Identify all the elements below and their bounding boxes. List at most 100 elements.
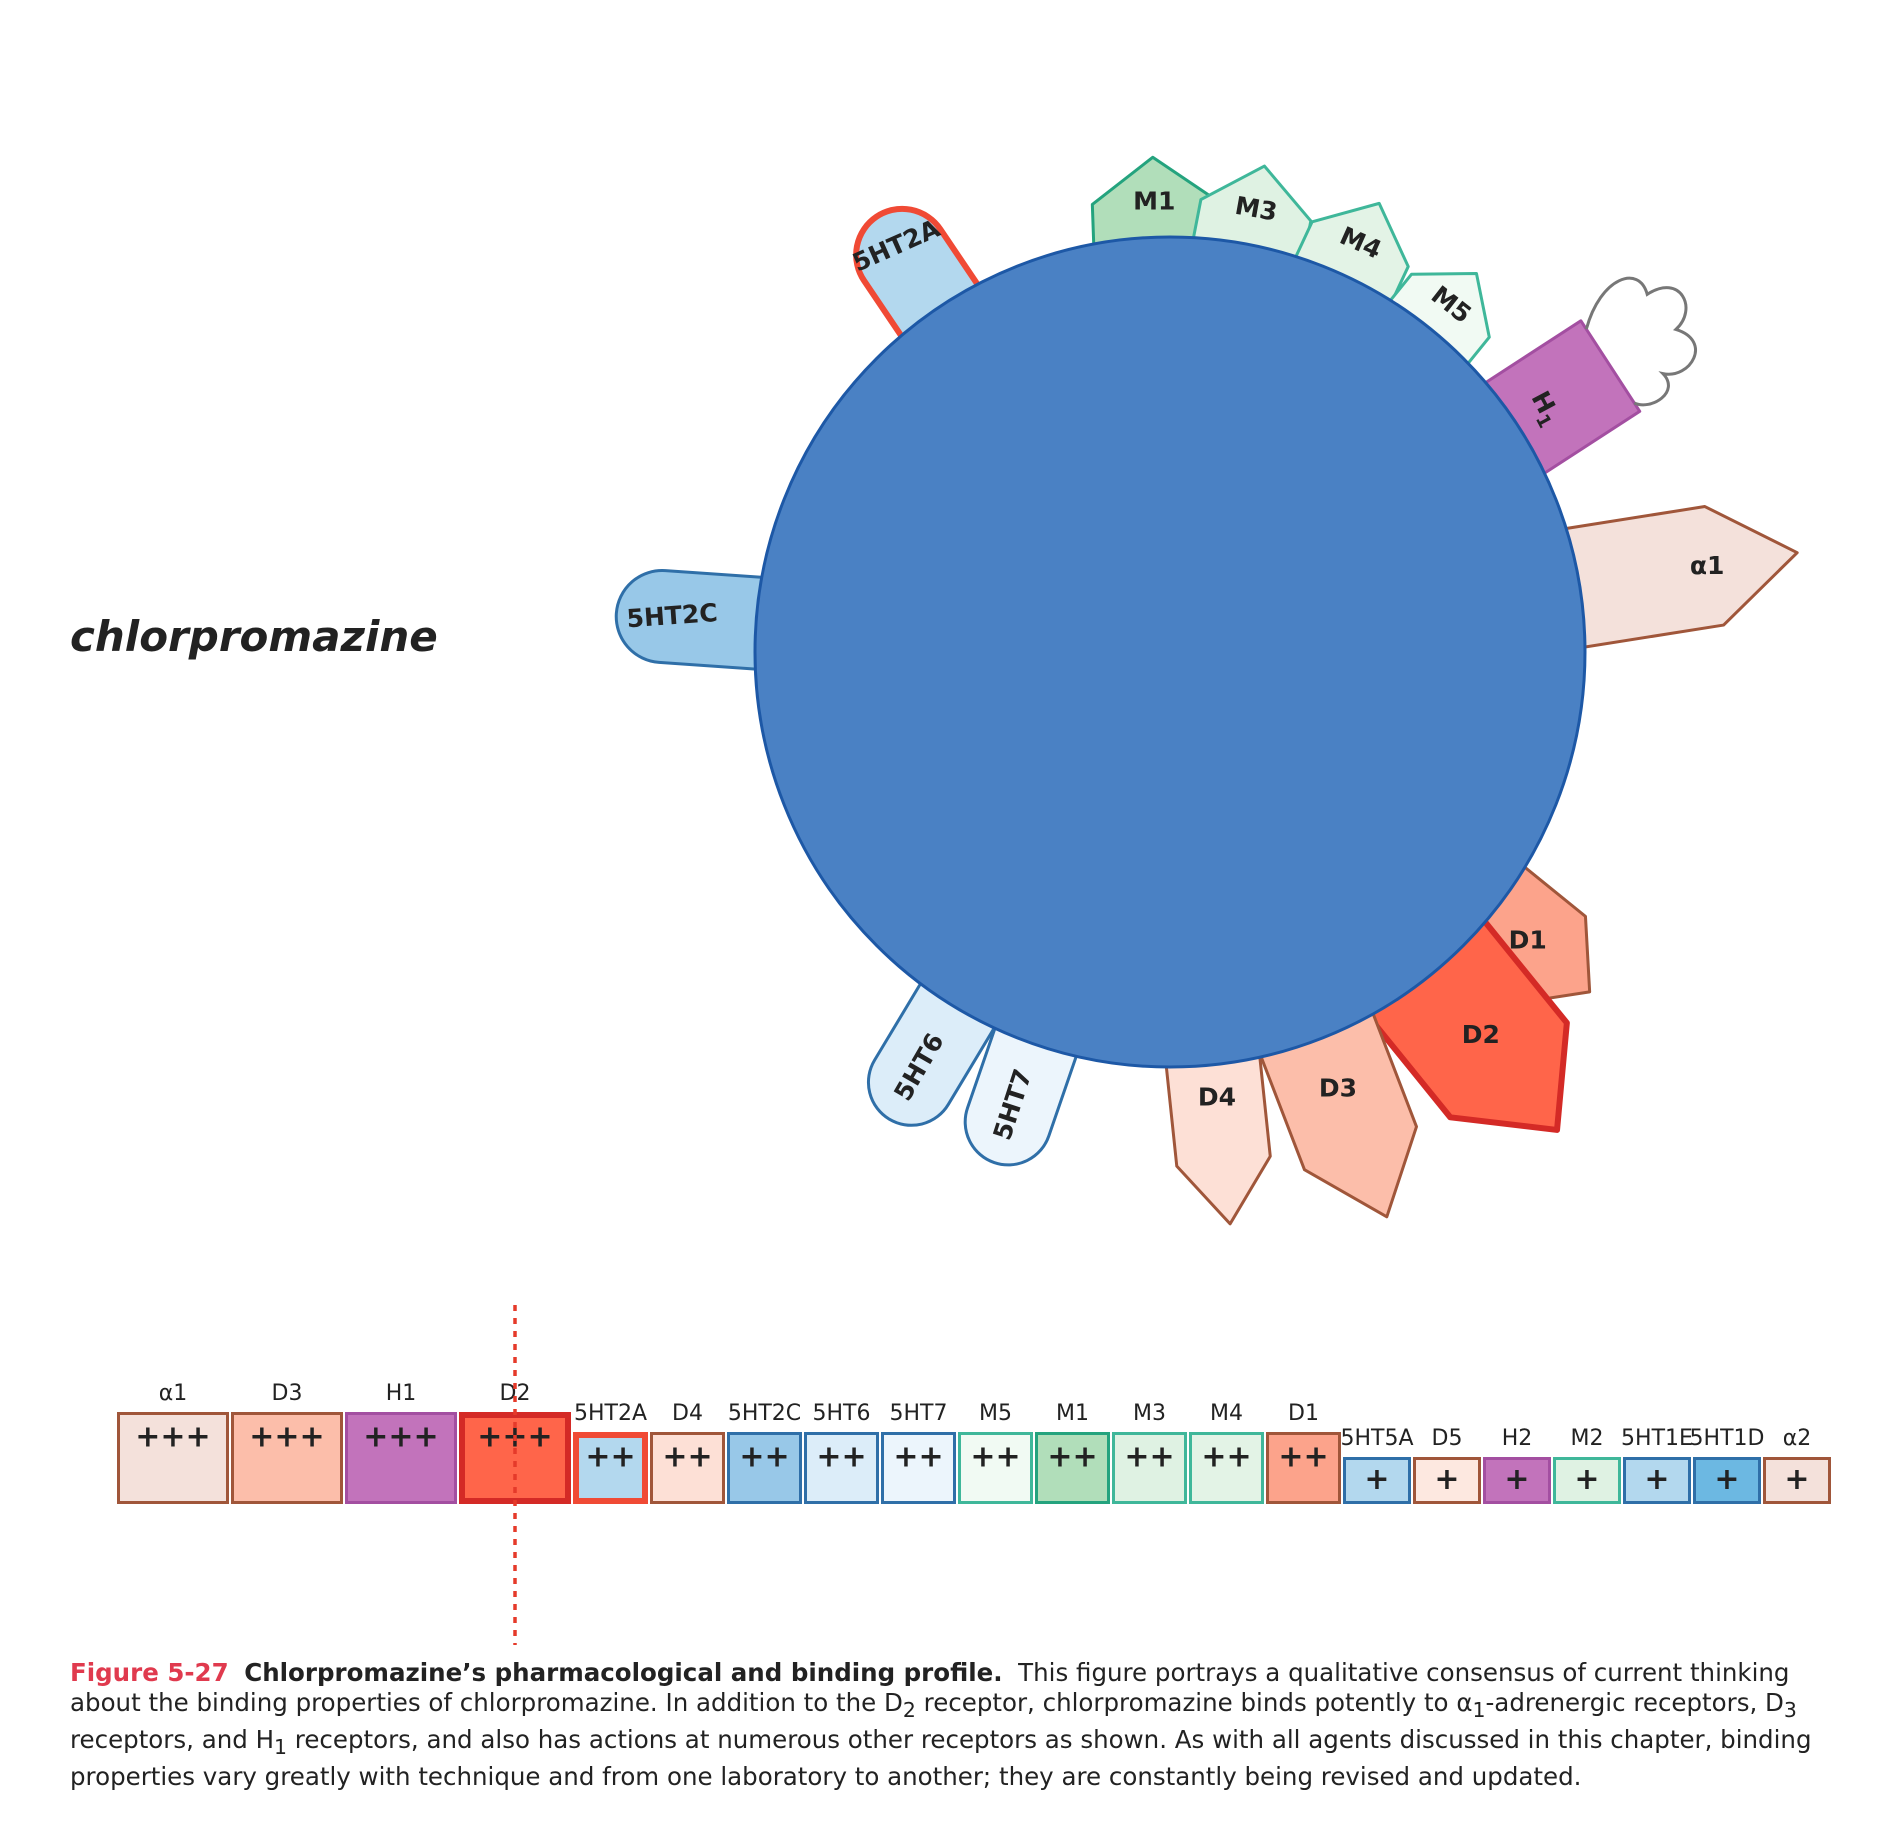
bar-cell-m5: M5 ++ [958, 1401, 1033, 1504]
bar-cell-affinity: + [1434, 1462, 1459, 1497]
receptor-label: D3 [1319, 1073, 1357, 1102]
caption-sub: 1 [1472, 1697, 1486, 1722]
caption-sub: 1 [274, 1734, 287, 1759]
bar-cell-rect [958, 1432, 1033, 1504]
receptor-label-group: D1 [1509, 926, 1547, 955]
receptor-label: 5HT2C [626, 598, 719, 633]
bar-cell-5ht7: 5HT7 ++ [881, 1401, 956, 1504]
binding-profile-bar: α1+++D3+++H1+++D2+++5HT2A++D4++5HT2C++5H… [117, 1381, 1831, 1504]
bar-cell-affinity: ++ [1047, 1440, 1097, 1475]
bar-cell-label: M2 [1571, 1426, 1604, 1451]
bar-cell-affinity: ++ [739, 1440, 789, 1475]
bar-cell-affinity: ++ [1278, 1440, 1328, 1475]
bar-cell-label: 5HT7 [890, 1401, 948, 1426]
bar-cell-label: M4 [1210, 1401, 1243, 1426]
caption-text: receptors, and H [70, 1724, 275, 1754]
bar-cell-rect [1623, 1457, 1691, 1504]
caption-text: receptors, and also has actions at numer… [70, 1724, 1812, 1791]
bar-cell-5ht2a: 5HT2A ++ [573, 1401, 648, 1504]
bar-cell-label: D3 [272, 1381, 303, 1406]
bar-cell-affinity: ++ [1201, 1440, 1251, 1475]
bar-cell-rect [1483, 1457, 1551, 1504]
figure-title: Chlorpromazine’s pharmacological and bin… [244, 1658, 1003, 1687]
receptor-label-group: 5HT2C [626, 598, 719, 633]
receptor-label-group: α1 [1690, 551, 1725, 580]
bar-cell-affinity: ++ [662, 1440, 712, 1475]
bar-cell-h2: H2 + [1483, 1426, 1551, 1504]
bar-cell-5ht2c: 5HT2C ++ [727, 1401, 802, 1504]
bar-cell-label: 5HT2A [574, 1401, 647, 1426]
receptor-label: D4 [1198, 1083, 1236, 1112]
bar-cell-α2: α2+ [1763, 1426, 1831, 1504]
bar-cell-label: α1 [159, 1381, 188, 1406]
figure-number: Figure 5-27 [70, 1658, 229, 1687]
bar-cell-rect [650, 1432, 725, 1504]
receptor-label: M1 [1133, 186, 1175, 215]
bar-cell-d3: D3 +++ [231, 1381, 343, 1504]
receptor-label-group: D3 [1319, 1073, 1357, 1102]
bar-cell-label: 5HT1E [1621, 1426, 1693, 1451]
drug-molecule-circle [753, 235, 1587, 1069]
bar-cell-5ht6: 5HT6 ++ [804, 1401, 879, 1504]
bar-cell-label: 5HT1D [1690, 1426, 1765, 1451]
receptor-label-group: D4 [1198, 1083, 1236, 1112]
bar-cell-affinity: ++ [1124, 1440, 1174, 1475]
bar-cell-rect [1553, 1457, 1621, 1504]
bar-cell-label: 5HT6 [813, 1401, 871, 1426]
bar-cell-label: M3 [1133, 1401, 1166, 1426]
bar-cell-label: D1 [1288, 1401, 1319, 1426]
receptor-label-group: M3 [1233, 191, 1280, 227]
bar-cell-rect [1413, 1457, 1481, 1504]
bar-cell-5ht5a: 5HT5A + [1340, 1426, 1414, 1504]
bar-cell-label: H2 [1502, 1426, 1533, 1451]
bar-cell-m2: M2 + [1553, 1426, 1621, 1504]
bar-cell-affinity: +++ [135, 1420, 210, 1455]
bar-cell-rect [1189, 1432, 1264, 1504]
bar-cell-m1: M1 ++ [1035, 1401, 1110, 1504]
bar-cell-rect [1763, 1457, 1831, 1504]
bar-cell-affinity: + [1504, 1462, 1529, 1497]
bar-cell-rect [1343, 1457, 1411, 1504]
receptor-label: α1 [1690, 551, 1725, 580]
bar-cell-rect [881, 1432, 956, 1504]
bar-cell-m3: M3 ++ [1112, 1401, 1187, 1504]
bar-cell-m4: M4 ++ [1189, 1401, 1264, 1504]
bar-cell-label: M1 [1056, 1401, 1089, 1426]
bar-cell-rect [345, 1412, 457, 1504]
caption-text: This figure portrays a qualitative conse… [70, 1658, 1790, 1717]
histamine-tail-icon [1584, 276, 1697, 407]
bar-cell-affinity: + [1364, 1462, 1389, 1497]
bar-cell-affinity: ++ [816, 1440, 866, 1475]
bar-cell-label: H1 [386, 1381, 417, 1406]
bar-cell-rect [117, 1412, 229, 1504]
bar-cell-affinity: ++ [893, 1440, 943, 1475]
bar-cell-rect [1266, 1432, 1341, 1504]
bar-cell-rect [804, 1432, 879, 1504]
bar-cell-rect [231, 1412, 343, 1504]
bar-cell-affinity: + [1574, 1462, 1599, 1497]
caption-sub: 2 [902, 1697, 916, 1722]
bar-cell-rect [1035, 1432, 1110, 1504]
caption-sub: 3 [1783, 1697, 1797, 1722]
bar-cell-α1: α1 +++ [117, 1381, 229, 1504]
receptor-label: M3 [1233, 191, 1280, 227]
bar-cell-label: 5HT2C [728, 1401, 801, 1426]
caption-text: receptor, chlorpromazine binds potently … [915, 1688, 1473, 1717]
bar-cell-affinity: +++ [249, 1420, 324, 1455]
bar-cell-affinity: ++ [970, 1440, 1020, 1475]
bar-cell-5ht1d: 5HT1D+ [1690, 1426, 1765, 1504]
bar-cell-label: 5HT5A [1340, 1426, 1413, 1451]
bar-cell-5ht1e: 5HT1E + [1621, 1426, 1693, 1504]
receptor-label-group: D2 [1462, 1020, 1500, 1049]
receptor-label: D2 [1462, 1020, 1500, 1049]
bar-cell-h1: H1 +++ [345, 1381, 457, 1504]
bar-cell-rect [1693, 1457, 1761, 1504]
receptor-label: D1 [1509, 926, 1547, 955]
bar-cell-label: D5 [1432, 1426, 1463, 1451]
bar-cell-label: α2 [1783, 1426, 1812, 1451]
bar-cell-affinity: +++ [363, 1420, 438, 1455]
bar-cell-affinity: ++ [585, 1440, 635, 1475]
bar-cell-label: M5 [979, 1401, 1012, 1426]
bar-cell-affinity: + [1644, 1462, 1669, 1497]
